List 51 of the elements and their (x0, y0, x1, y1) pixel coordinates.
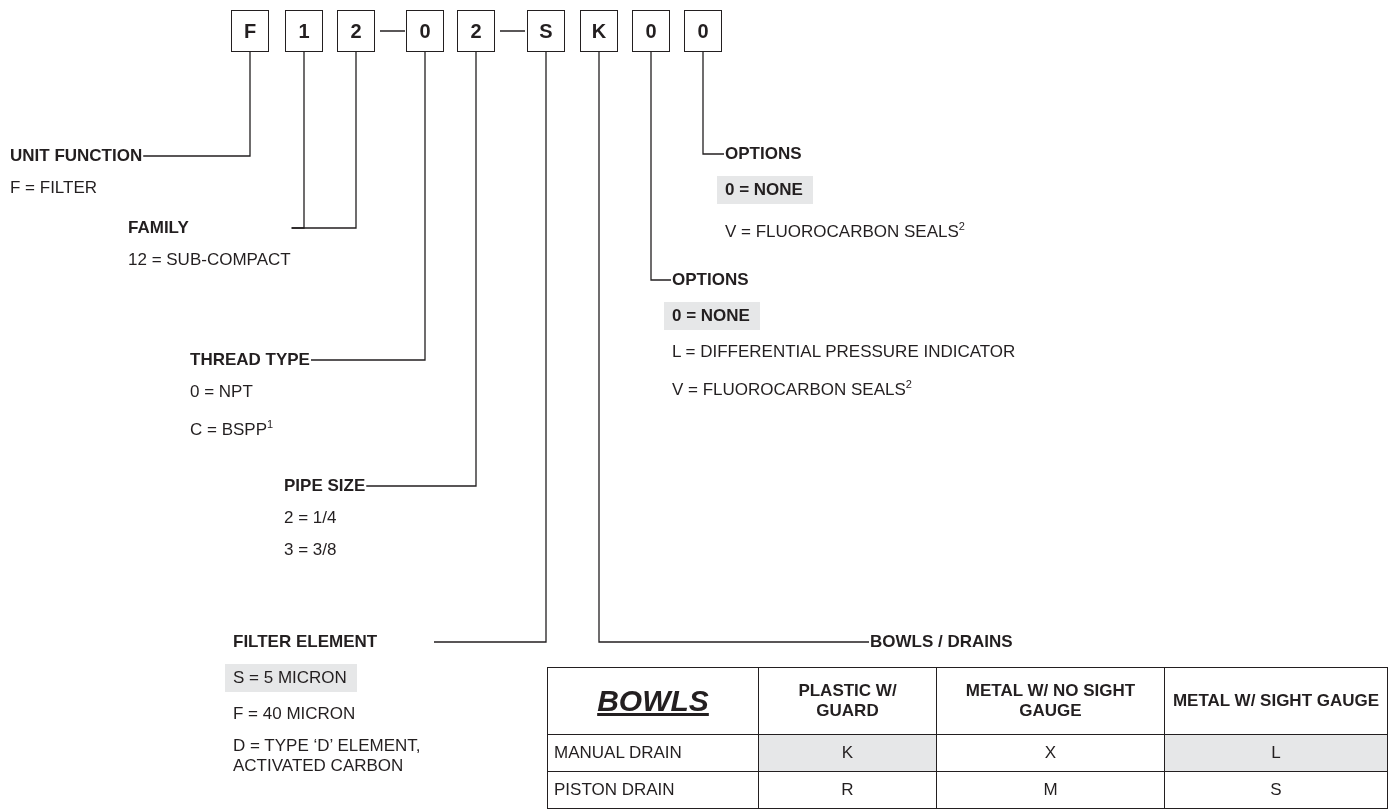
field-heading: OPTIONS (725, 144, 802, 164)
code-digit-box: K (580, 10, 618, 52)
code-digit-box: 1 (285, 10, 323, 52)
table-row-header-cell: MANUAL DRAIN (547, 734, 759, 772)
leader-line (310, 51, 426, 361)
leader-line (142, 51, 251, 157)
field-heading: BOWLS / DRAINS (870, 632, 1013, 652)
leader-line (598, 51, 870, 643)
option-code-text: C = BSPP$^{1}$ (190, 417, 274, 440)
code-digit-box: S (527, 10, 565, 52)
field-heading: UNIT FUNCTION (10, 146, 143, 166)
code-digit-box: F (231, 10, 269, 52)
option-code-text: V = FLUOROCARBON SEALS$^{2}$ (725, 219, 965, 242)
leader-line (291, 51, 357, 229)
code-digit-box: 0 (406, 10, 444, 52)
option-code-text: 0 = NPT (190, 382, 253, 402)
table-header-cell: METAL W/ NO SIGHT GAUGE (936, 667, 1165, 735)
option-code-text: F = 40 MICRON (233, 704, 356, 724)
highlighted-option-text: 0 = NONE (717, 176, 813, 204)
field-heading: PIPE SIZE (284, 476, 366, 496)
leader-line (702, 51, 725, 155)
table-row-header-cell: PISTON DRAIN (547, 771, 759, 809)
code-digit-box: 2 (457, 10, 495, 52)
option-code-text: F = FILTER (10, 178, 98, 198)
table-header-cell: METAL W/ SIGHT GAUGE (1164, 667, 1388, 735)
table-header-cell: BOWLS (547, 667, 759, 735)
table-cell: M (936, 771, 1165, 809)
field-heading: FILTER ELEMENT (233, 632, 378, 652)
field-heading: THREAD TYPE (190, 350, 310, 370)
leader-line (433, 51, 547, 643)
option-code-text: 2 = 1/4 (284, 508, 337, 528)
code-digit-box: 0 (632, 10, 670, 52)
table-header-cell: PLASTIC W/ GUARD (758, 667, 937, 735)
table-cell: R (758, 771, 937, 809)
leader-line (650, 51, 672, 281)
option-code-text: V = FLUOROCARBON SEALS$^{2}$ (672, 377, 912, 400)
option-code-text: L = DIFFERENTIAL PRESSURE INDICATOR (672, 342, 1016, 362)
table-cell: X (936, 734, 1165, 772)
table-cell: K (758, 734, 937, 772)
leader-line (365, 51, 477, 487)
field-heading: FAMILY (128, 218, 189, 238)
code-digit-box: 2 (337, 10, 375, 52)
highlighted-option-text: 0 = NONE (664, 302, 760, 330)
code-digit-box: 0 (684, 10, 722, 52)
option-code-text: D = TYPE ‘D’ ELEMENT, ACTIVATED CARBON (233, 736, 422, 776)
table-cell: S (1164, 771, 1388, 809)
highlighted-option-text: S = 5 MICRON (225, 664, 357, 692)
option-code-text: 3 = 3/8 (284, 540, 337, 560)
table-cell: L (1164, 734, 1388, 772)
option-code-text: 12 = SUB-COMPACT (128, 250, 291, 270)
field-heading: OPTIONS (672, 270, 749, 290)
